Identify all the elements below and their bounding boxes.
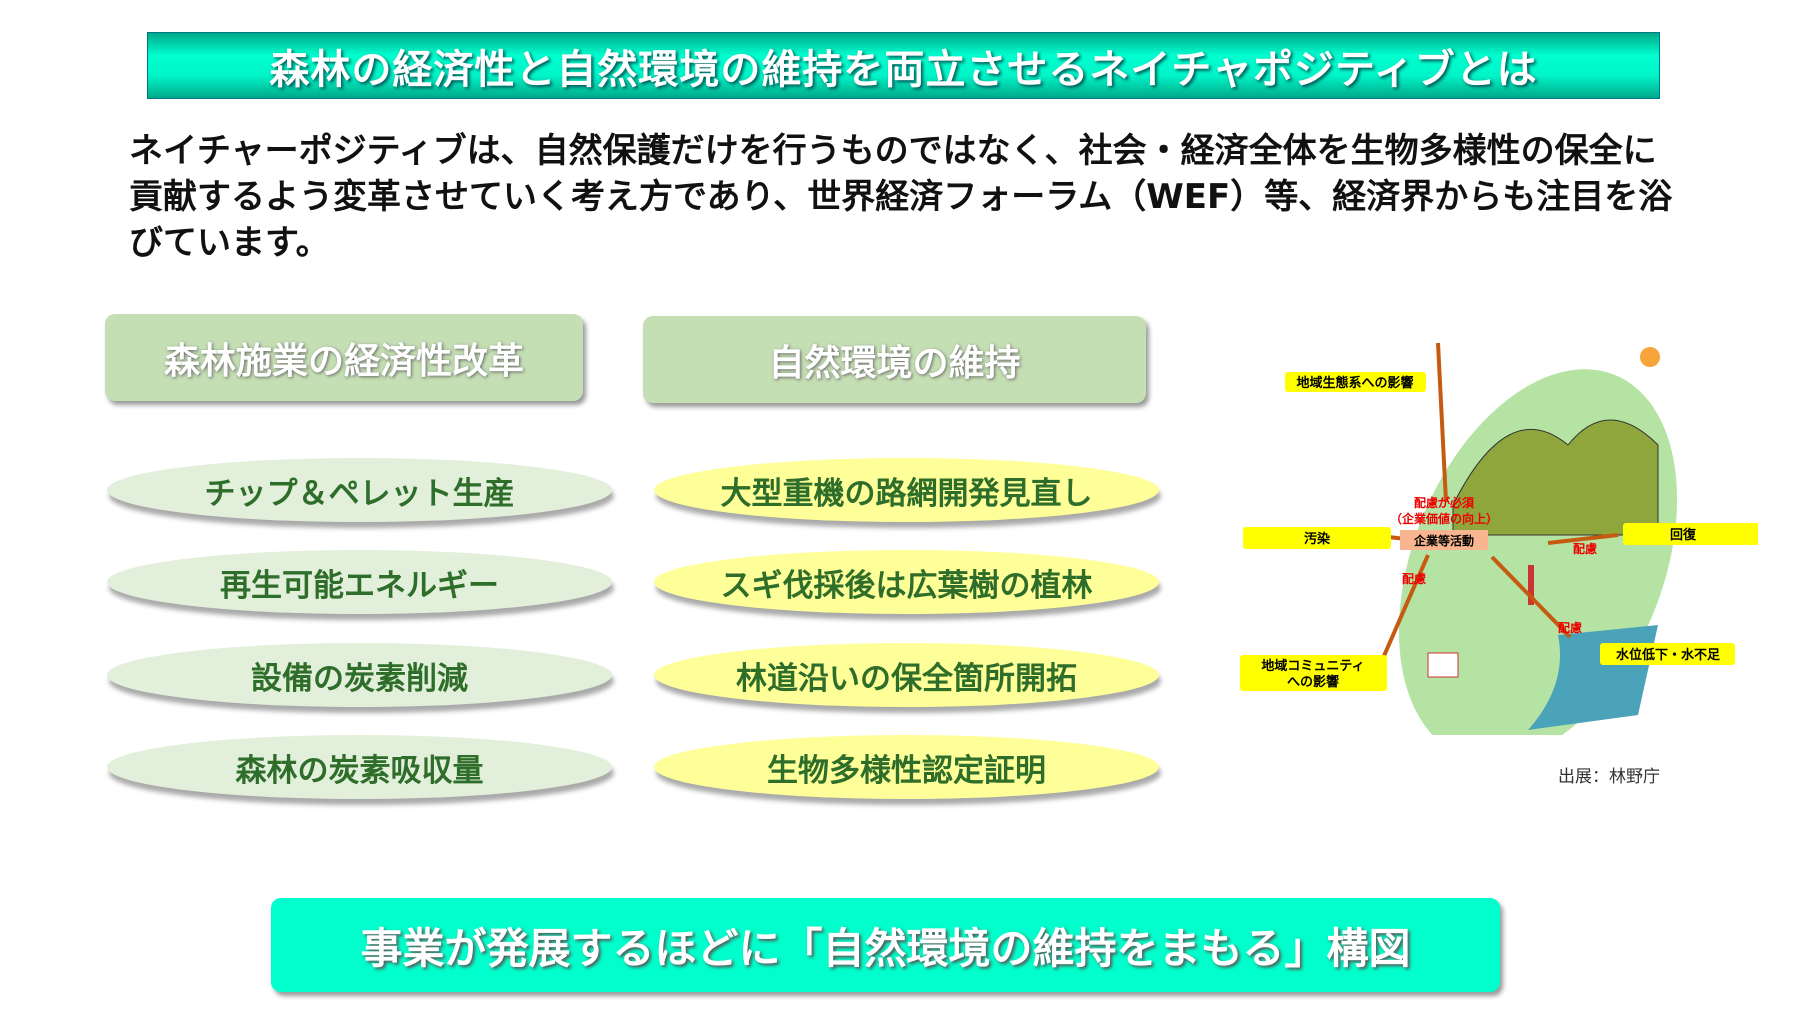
bottom-banner: 事業が発展するほどに「自然環境の維持をまもる」構図 <box>271 898 1500 992</box>
consider-label: 配慮 <box>1573 541 1597 556</box>
tower-icon <box>1528 565 1534 605</box>
consider-label: 配慮 <box>1402 571 1426 586</box>
right-item: 大型重機の路網開発見直し <box>654 458 1159 522</box>
label-ecosystem: 地域生態系への影響 <box>1296 375 1413 391</box>
right-item: 林道沿いの保全箇所開拓 <box>654 643 1159 707</box>
intro-paragraph: ネイチャーポジティブは、自然保護だけを行うものではなく、社会・経済全体を生物多様… <box>129 131 1673 263</box>
left-item: 森林の炭素吸収量 <box>107 735 612 799</box>
label-recovery: 回復 <box>1670 527 1697 543</box>
left-header: 森林施業の経済性改革 <box>105 314 583 401</box>
label-water: 水位低下・水不足 <box>1616 647 1721 663</box>
right-header: 自然環境の維持 <box>643 316 1146 403</box>
left-item: 設備の炭素削減 <box>107 643 612 707</box>
center-box <box>1400 530 1488 550</box>
arrow-recovery <box>1547 533 1619 545</box>
house-icon <box>1427 652 1459 678</box>
page-title: 森林の経済性と自然環境の維持を両立させるネイチャポジティブとは <box>147 32 1660 99</box>
arrow-community <box>1378 554 1430 666</box>
arrows <box>1378 342 1619 666</box>
label-community-2: への影響 <box>1287 674 1339 690</box>
consider-label: 配慮 <box>1558 620 1582 635</box>
source-credit: 出展：林野庁 <box>1558 767 1660 787</box>
arrow-ecosystem <box>1436 342 1448 503</box>
label-community: 地域コミュニティ <box>1261 658 1364 674</box>
left-item: 再生可能エネルギー <box>107 550 612 614</box>
center-label: 企業等活動 <box>1413 533 1474 548</box>
center-note-2: （企業価値の向上） <box>1390 511 1498 526</box>
sun-icon <box>1640 347 1660 367</box>
nature-positive-diagram: 企業等活動 配慮が必須 （企業価値の向上） 地域生態系への影響 汚染 回復 地域… <box>1240 342 1758 735</box>
right-item: スギ伐採後は広葉樹の植林 <box>654 550 1159 614</box>
label-pollution: 汚染 <box>1304 531 1331 547</box>
center-note: 配慮が必須 <box>1414 495 1475 510</box>
mountain-icon <box>1452 419 1659 536</box>
left-item: チップ＆ペレット生産 <box>107 458 612 522</box>
right-item: 生物多様性認定証明 <box>654 735 1159 799</box>
arrow-water <box>1490 555 1572 639</box>
